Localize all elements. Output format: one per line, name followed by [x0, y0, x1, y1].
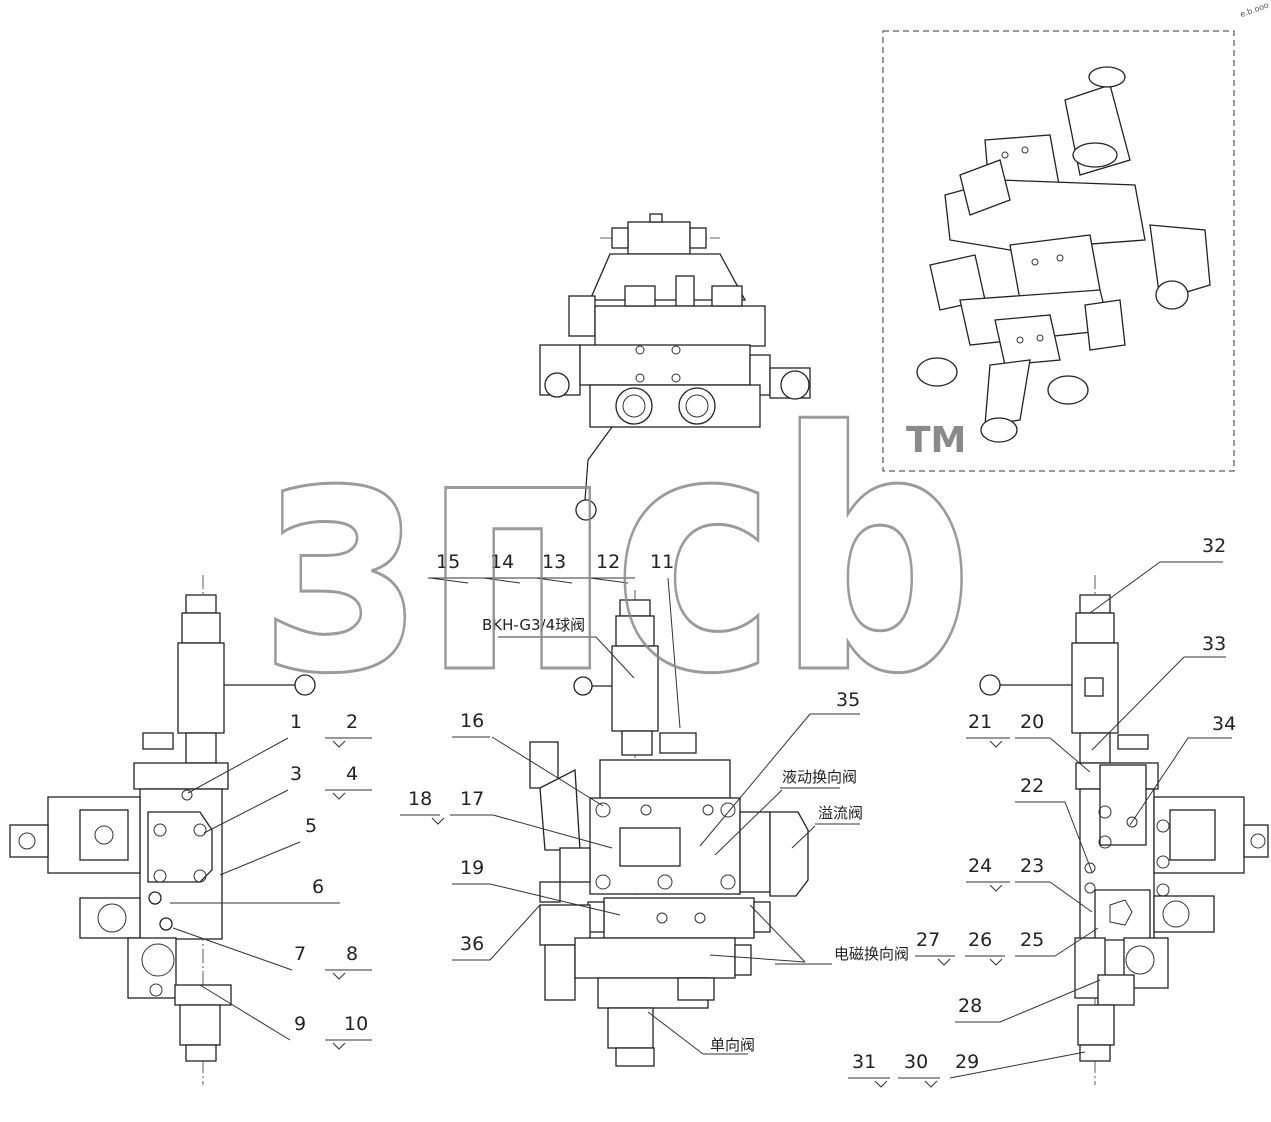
relief-valve-label: 溢流阀	[818, 804, 863, 822]
part-label-28: 28	[958, 995, 982, 1017]
part-label-12: 12	[596, 551, 620, 573]
part-label-9: 9	[294, 1013, 306, 1035]
part-label-32: 32	[1202, 535, 1226, 557]
center-view	[529, 590, 809, 1067]
part-label-25: 25	[1020, 929, 1044, 951]
part-labels: 1 2 3 4 5 6 7 8 9 10 11 12 13 14 15 16 1…	[290, 535, 1236, 1073]
solenoid-valve-label: 电磁换向阀	[834, 945, 909, 963]
corner-text: e.b.ooo	[1239, 1, 1270, 20]
part-label-30: 30	[904, 1051, 928, 1073]
part-label-2: 2	[346, 711, 358, 733]
part-label-5: 5	[305, 815, 317, 837]
part-label-11: 11	[650, 551, 674, 573]
part-label-16: 16	[460, 710, 484, 732]
right-view	[979, 575, 1269, 1085]
component-labels: BKH-G3/4球阀 液动换向阀 溢流阀 电磁换向阀 单向阀	[482, 616, 909, 1054]
part-label-31: 31	[852, 1051, 876, 1073]
watermark: зпсb TM	[261, 361, 976, 748]
check-valve-label: 单向阀	[710, 1036, 755, 1054]
part-label-6: 6	[312, 876, 324, 898]
part-label-13: 13	[542, 551, 566, 573]
part-label-19: 19	[460, 857, 484, 879]
part-label-23: 23	[1020, 855, 1044, 877]
part-label-34: 34	[1212, 713, 1236, 735]
part-label-24: 24	[968, 855, 992, 877]
part-label-27: 27	[916, 929, 940, 951]
left-view	[9, 575, 316, 1085]
watermark-text: зпсb	[262, 362, 974, 746]
part-label-22: 22	[1020, 775, 1044, 797]
part-label-33: 33	[1202, 633, 1226, 655]
part-label-7: 7	[294, 943, 306, 965]
isometric-view	[882, 30, 1235, 472]
part-label-8: 8	[346, 943, 358, 965]
part-label-14: 14	[490, 551, 514, 573]
part-label-17: 17	[460, 788, 484, 810]
part-label-15: 15	[436, 551, 460, 573]
part-label-1: 1	[290, 711, 302, 733]
ball-valve-label: BKH-G3/4球阀	[482, 616, 585, 634]
leaders	[170, 561, 1232, 1088]
part-label-26: 26	[968, 929, 992, 951]
part-label-29: 29	[955, 1051, 979, 1073]
part-label-36: 36	[460, 933, 484, 955]
watermark-tm: TM	[906, 420, 966, 461]
pilot-valve-label: 液动换向阀	[782, 768, 857, 786]
part-label-20: 20	[1020, 711, 1044, 733]
part-label-3: 3	[290, 763, 302, 785]
part-label-10: 10	[344, 1013, 368, 1035]
part-label-4: 4	[346, 763, 358, 785]
part-label-35: 35	[836, 689, 860, 711]
part-label-21: 21	[968, 711, 992, 733]
top-view	[539, 213, 811, 521]
part-label-18: 18	[408, 788, 432, 810]
